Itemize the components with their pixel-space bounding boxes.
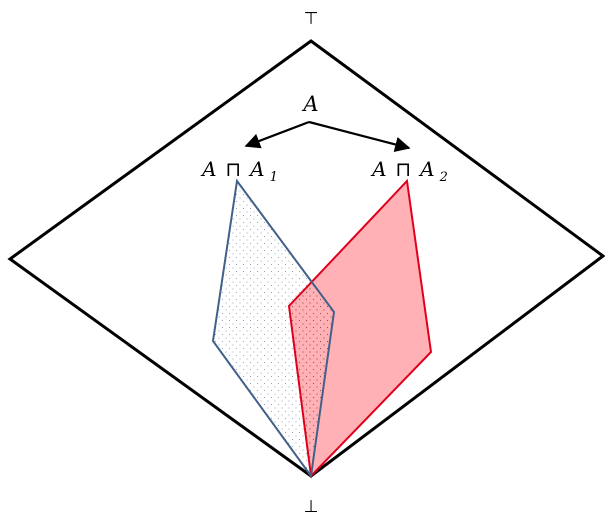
- region-a-meet-a1-outline: [211, 178, 336, 479]
- region-a-meet-a2: [289, 181, 431, 476]
- label-a2-var: A: [418, 157, 434, 181]
- bottom-element-label: ⊥: [304, 497, 319, 517]
- label-a2-lhs: A: [370, 157, 386, 181]
- top-element-label: ⊤: [304, 9, 319, 29]
- label-a-meet-a1: A ⊓ A 1: [200, 157, 278, 185]
- label-a1-lhs: A: [200, 157, 216, 181]
- label-a2-sub: 2: [439, 170, 448, 185]
- arrow-to-a-meet-a1: [244, 120, 310, 149]
- label-a-meet-a2: A ⊓ A 2: [370, 157, 448, 185]
- label-a2-meet-symbol: ⊓: [396, 157, 412, 181]
- arrow-to-a-meet-a2: [308, 120, 411, 152]
- label-a1-sub: 1: [270, 170, 278, 185]
- label-a: A: [301, 92, 318, 116]
- label-a1-meet-symbol: ⊓: [226, 157, 242, 181]
- label-a1-var: A: [248, 157, 264, 181]
